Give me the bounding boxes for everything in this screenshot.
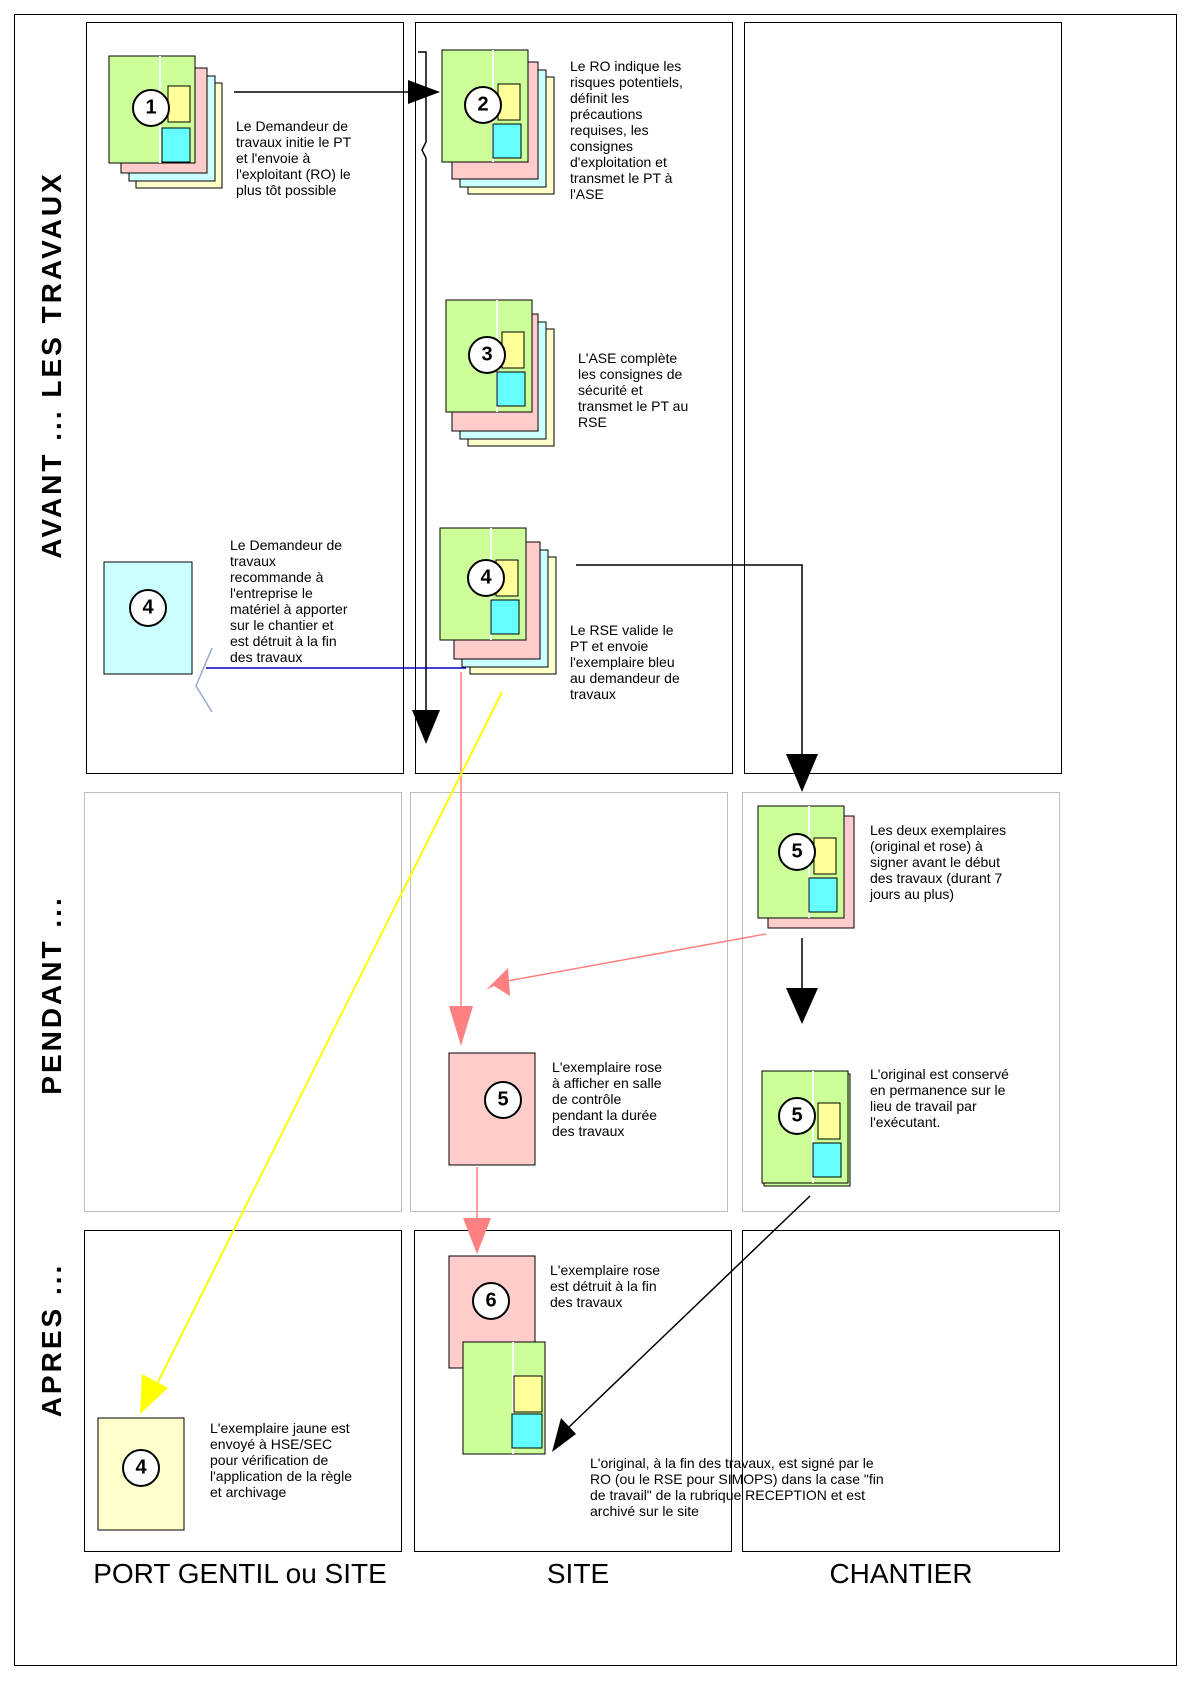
- step4-site-text: Le RSE valide le PT et envoie l'exemplai…: [570, 622, 680, 702]
- arrow-pink-step5-to-6: [463, 1167, 491, 1254]
- outer-frame: [14, 14, 1177, 1666]
- arrow-blue-to-requester: [195, 647, 466, 713]
- cell-before-col2: [415, 22, 733, 774]
- document-stack-5-chantier: [757, 805, 855, 929]
- step5-original-text: L'original est conservé en permanence su…: [870, 1066, 1009, 1130]
- step1-text: Le Demandeur de travaux initie le PT et …: [236, 118, 352, 198]
- original-sheet-5: [761, 1070, 851, 1187]
- arrow-step4-to-chantier: [576, 564, 818, 792]
- arrow-site-vertical: [412, 51, 440, 744]
- step5-pink-text: L'exemplaire rose à afficher en salle de…: [552, 1059, 663, 1139]
- column-header-site: SITE: [546, 1558, 610, 1589]
- cell-after-col3: [742, 1230, 1060, 1552]
- arrow-pink-chantier-to-site: [486, 933, 767, 996]
- cell-after-col1: [84, 1230, 402, 1552]
- step3-text: L'ASE complète les consignes de sécurité…: [578, 350, 689, 430]
- original-sheet-final: [462, 1341, 546, 1455]
- arrow-chantier-down: [786, 938, 818, 1024]
- step4-blue-text: Le Demandeur de travaux recommande à l'e…: [230, 537, 348, 665]
- cell-after-col2: [414, 1230, 732, 1552]
- blue-sheet-4: [103, 561, 193, 675]
- final-archive-text: L'original, à la fin des travaux, est si…: [590, 1455, 884, 1519]
- document-stack-1: [108, 55, 223, 189]
- column-header-port-gentil: PORT GENTIL ou SITE: [93, 1558, 387, 1589]
- yellow-sheet-4: [97, 1417, 185, 1531]
- cell-before-col3: [744, 22, 1062, 774]
- cell-before-col1: [86, 22, 404, 774]
- document-stack-4-site: [439, 527, 557, 675]
- arrow-original-to-archive: [552, 1195, 811, 1452]
- pink-sheet-5: [448, 1052, 536, 1166]
- cell-during-col3: [742, 792, 1060, 1212]
- arrow-pink-step4-to-5: [449, 672, 473, 1046]
- step5-chantier-text: Les deux exemplaires (original et rose) …: [870, 822, 1007, 902]
- document-stack-2: [441, 49, 555, 195]
- step6-text: L'exemplaire rose est détruit à la fin d…: [550, 1262, 661, 1310]
- step2-text: Le RO indique les risques potentiels, dé…: [570, 58, 683, 202]
- step4-yellow-text: L'exemplaire jaune est envoyé à HSE/SEC …: [210, 1420, 352, 1500]
- cell-during-col2: [410, 792, 728, 1212]
- arrow-yellow-to-hse: [140, 691, 503, 1414]
- arrow-step1-to-step2: [234, 80, 440, 104]
- column-header-chantier: CHANTIER: [829, 1558, 973, 1589]
- document-stack-3: [445, 299, 555, 447]
